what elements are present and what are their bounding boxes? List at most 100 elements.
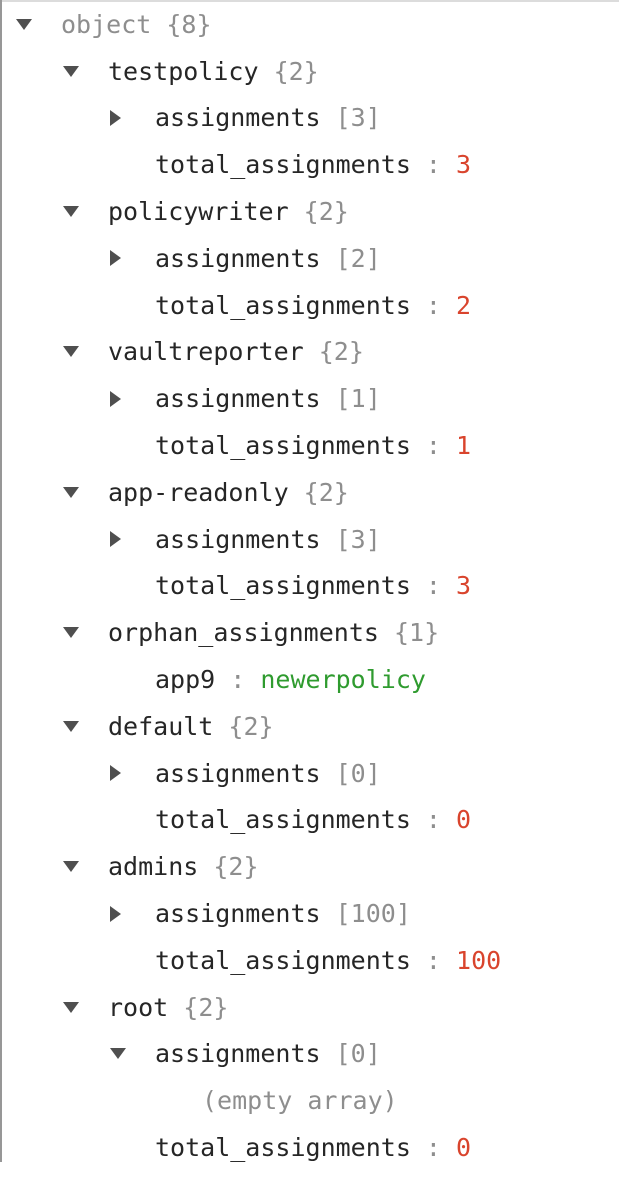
triangle-right-icon[interactable] [110,250,121,267]
key-value-separator: : [230,665,246,695]
tree-row: testpolicy {2} [0,48,619,95]
tree-row: policywriter {2} [0,188,619,235]
triangle-down-icon[interactable] [63,627,79,639]
node-value: 100 [456,945,502,975]
tree-row: assignments [1] [0,375,619,422]
arrow-box [16,18,61,30]
triangle-right-icon[interactable] [110,109,121,126]
node-value: newerpolicy [260,665,426,695]
node-type-badge: [0] [335,1039,381,1069]
panel-left-border [0,0,2,1162]
node-key: assignments [155,524,321,554]
node-type-badge: [2] [335,243,381,273]
node-key: total_assignments [155,150,411,180]
tree-row: vaultreporter {2} [0,329,619,376]
arrow-box [110,531,155,548]
node-key: policywriter [108,197,289,227]
node-key: total_assignments [155,805,411,835]
tree-row: assignments [3] [0,95,619,142]
tree-row: default {2} [0,703,619,750]
tree-row: total_assignments : 0 [0,797,619,844]
node-key: vaultreporter [108,337,304,367]
arrow-box [63,1001,108,1013]
node-type-badge: [3] [335,524,381,554]
node-key: total_assignments [155,1133,411,1163]
node-key: root [108,992,169,1022]
key-value-separator: : [425,945,441,975]
node-key: total_assignments [155,290,411,320]
key-value-separator: : [425,150,441,180]
node-type-badge: {1} [393,618,440,648]
node-key: orphan_assignments [108,618,379,648]
tree-row: total_assignments : 0 [0,1124,619,1171]
node-key: total_assignments [155,571,411,601]
key-value-separator: : [425,1133,441,1163]
triangle-down-icon[interactable] [110,1048,126,1060]
node-key: testpolicy [108,56,259,86]
node-key: assignments [155,899,321,929]
triangle-down-icon[interactable] [63,346,79,358]
triangle-down-icon[interactable] [63,861,79,873]
triangle-down-icon[interactable] [63,486,79,498]
tree-row: assignments [0] [0,1031,619,1078]
arrow-box [63,861,108,873]
tree-row: app9 : newerpolicy [0,656,619,703]
arrow-box [63,720,108,732]
tree-row: total_assignments : 3 [0,141,619,188]
node-key: total_assignments [155,945,411,975]
triangle-down-icon[interactable] [63,206,79,218]
node-key: assignments [155,1039,321,1069]
node-key: app-readonly [108,477,289,507]
node-key: admins [108,852,199,882]
node-type-badge: {2} [183,992,229,1022]
triangle-down-icon[interactable] [16,18,32,30]
node-value: 0 [456,805,472,835]
node-key: assignments [155,103,321,133]
key-value-separator: : [425,571,441,601]
tree-row: assignments [100] [0,890,619,937]
arrow-box [110,765,155,782]
node-key: assignments [155,384,321,414]
arrow-box [110,390,155,407]
key-value-separator: : [425,431,441,461]
key-value-separator: : [425,805,441,835]
key-value-separator: : [425,290,441,320]
tree-row: (empty array) [0,1077,619,1124]
node-key: assignments [155,758,321,788]
triangle-down-icon[interactable] [63,720,79,732]
triangle-right-icon[interactable] [110,765,121,782]
node-type-badge: {2} [318,337,364,367]
tree-row: total_assignments : 2 [0,282,619,329]
triangle-right-icon[interactable] [110,905,121,922]
node-key: total_assignments [155,431,411,461]
node-key: assignments [155,243,321,273]
triangle-right-icon[interactable] [110,531,121,548]
arrow-box [110,109,155,126]
node-type-badge: {2} [228,711,274,741]
arrow-box [63,486,108,498]
arrow-box [110,1048,155,1060]
node-type-badge: [3] [335,103,381,133]
arrow-box [63,206,108,218]
node-type-badge: [0] [335,758,381,788]
tree-row: orphan_assignments {1} [0,609,619,656]
triangle-down-icon[interactable] [63,65,79,77]
tree-row: total_assignments : 100 [0,937,619,984]
triangle-down-icon[interactable] [63,1001,79,1013]
tree-row: assignments [0] [0,750,619,797]
tree-row: assignments [2] [0,235,619,282]
node-type-badge: [100] [335,899,411,929]
tree-row: total_assignments : 1 [0,422,619,469]
panel-top-border [0,0,619,2]
node-key: app9 [155,665,216,695]
node-key: (empty array) [202,1086,398,1116]
node-value: 0 [456,1133,472,1163]
tree-row: assignments [3] [0,516,619,563]
node-value: 3 [456,571,472,601]
tree-row: app-readonly {2} [0,469,619,516]
node-type-badge: {2} [213,852,259,882]
arrow-box [110,905,155,922]
tree-row: admins {2} [0,843,619,890]
triangle-right-icon[interactable] [110,390,121,407]
node-type-badge: [1] [335,384,381,414]
